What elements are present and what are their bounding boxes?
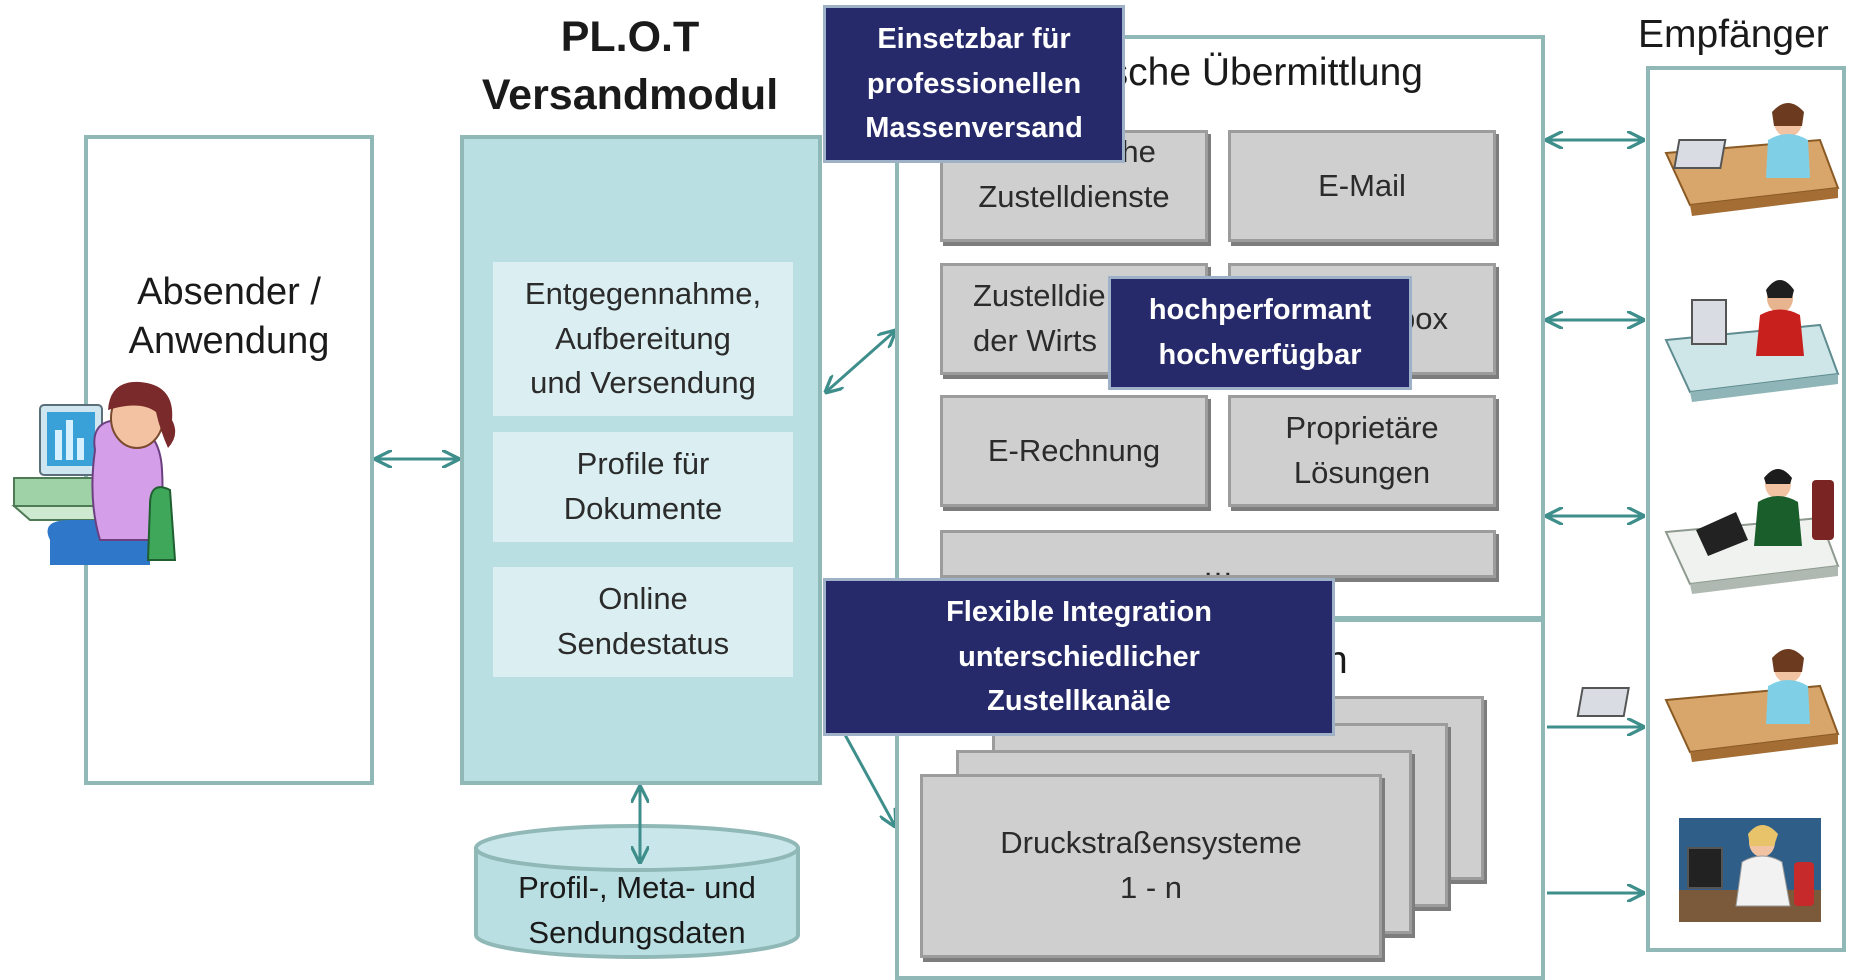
recipient-icon-4 (1576, 649, 1840, 762)
callout-massenversand: Einsetzbar für professionellen Massenver… (823, 5, 1125, 163)
module-title-line2: Versandmodul (481, 71, 779, 120)
recipients-frame (1646, 66, 1846, 952)
callout-massenversand-line1: Einsetzbar für (877, 22, 1071, 55)
recipient-icon-3 (1664, 469, 1840, 594)
callout-integration-line2: unterschiedlicher (958, 640, 1200, 673)
electronic-transmission-heading: ische Übermittlung (1100, 51, 1423, 94)
module-box-profile-line1: Profile für (576, 446, 710, 482)
module-box-sendestatus-line2: Sendestatus (556, 626, 730, 661)
callout-integration: Flexible Integration unterschiedlicher Z… (823, 578, 1335, 736)
module-title-line1: PL.O.T (560, 13, 700, 61)
print-box-line2: 1 - n (1119, 870, 1183, 905)
module-title: PL.O.T Versandmodul (450, 8, 810, 124)
callout-massenversand-line3: Massenversand (865, 112, 1083, 145)
database-label: Profil-, Meta- und Sendungsdaten (476, 866, 798, 956)
callout-integration-line1: Flexible Integration (946, 595, 1212, 628)
channel-proprietaere-loesungen: Proprietäre Lösungen (1228, 395, 1496, 507)
person-computer-icon (11, 381, 177, 565)
recipient-icon-1 (1664, 103, 1840, 216)
channel-email-label: E-Mail (1318, 167, 1406, 203)
channel-email: E-Mail (1228, 130, 1496, 242)
channel-more: … (940, 530, 1496, 578)
print-box-line1: Druckstraßensysteme (1000, 825, 1302, 861)
recipient-icon-5 (1679, 818, 1821, 922)
arrow-module-electronic (826, 331, 895, 392)
callout-massenversand-line2: professionellen (866, 67, 1082, 100)
callout-performance-line2: hochverfügbar (1158, 339, 1362, 371)
sender-label-line1: Absender / (137, 271, 321, 313)
sender-label: Absender / Anwendung (84, 268, 374, 367)
channel-wirtschaft-line1: Zustelldie (973, 278, 1106, 314)
module-box-entgegennahme-line2: Aufbereitung (555, 320, 731, 356)
module-box-profile: Profile für Dokumente (493, 432, 793, 542)
recipient-icon-2 (1664, 280, 1840, 402)
sender-label-line2: Anwendung (128, 320, 330, 363)
channel-erechnung-label: E-Rechnung (987, 432, 1161, 468)
channel-behoerdliche-line2: Zustelldienste (978, 179, 1170, 214)
module-box-profile-line2: Dokumente (563, 491, 723, 526)
channel-proprietaer-line2: Lösungen (1293, 455, 1431, 490)
database-label-line1: Profil-, Meta- und (518, 870, 756, 905)
callout-integration-line3: Zustellkanäle (987, 685, 1171, 718)
channel-erechnung: E-Rechnung (940, 395, 1208, 507)
module-box-entgegennahme-line3: und Versendung (530, 365, 756, 401)
module-box-sendestatus: Online Sendestatus (493, 567, 793, 677)
channel-proprietaer-line1: Proprietäre (1285, 410, 1439, 446)
module-box-entgegennahme: Entgegennahme, Aufbereitung und Versendu… (493, 262, 793, 416)
recipients-heading: Empfänger (1638, 13, 1829, 56)
module-box-entgegennahme-line1: Entgegennahme, (524, 275, 762, 311)
module-box-sendestatus-line1: Online (598, 581, 688, 617)
database-label-line2: Sendungsdaten (528, 914, 746, 950)
callout-performance-line1: hochperformant (1148, 294, 1372, 327)
print-box-druckstrassensysteme: Druckstraßensysteme 1 - n (920, 774, 1382, 958)
channel-more-label: … (1202, 548, 1234, 578)
callout-performance: hochperformant hochverfügbar (1108, 276, 1412, 390)
channel-wirtschaft-line2: der Wirts (973, 323, 1097, 358)
